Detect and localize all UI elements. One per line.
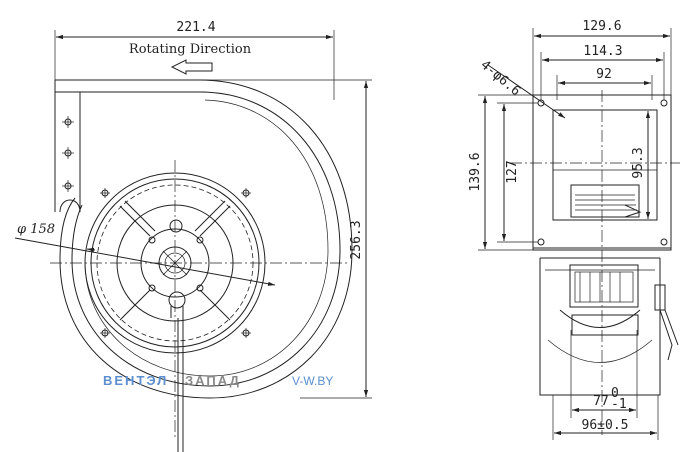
side-view: 129.6 114.3 92 4-φ6.6 (468, 19, 680, 435)
impeller-side (553, 169, 657, 218)
side-width-dimension: 129.6 (532, 19, 672, 95)
inlet-width-label: 92 (596, 67, 612, 82)
hub-hole-icon (196, 236, 204, 244)
bottom-width-dimension: 96±0.5 (552, 395, 659, 440)
diameter-dimension: φ 158 (14, 222, 276, 286)
hub-hole-icon (169, 219, 183, 233)
motor-dim-tol-lower: -1 (611, 397, 627, 412)
hub-hole-icon (196, 284, 204, 292)
holes-callout: 4-φ6.6 (477, 58, 566, 119)
front-width-dimension: 221.4 (54, 20, 335, 100)
watermark-brand-part1: ВЕНТЭЛ (103, 373, 168, 388)
flange-hole-icon (537, 238, 545, 246)
flange-hole-icon (660, 238, 668, 246)
motor-dimension: 77 0 -1 (570, 330, 638, 418)
front-view: 221.4 Rotating Direction (14, 20, 372, 452)
bottom-view: 77 0 -1 96±0.5 (539, 257, 679, 440)
front-height-label: 256.3 (349, 220, 364, 259)
hub-hole-icon (148, 236, 156, 244)
motor-dim-label: 77 (593, 394, 609, 409)
inner-height-label: 95.3 (631, 147, 646, 178)
hub-hole-icon (148, 284, 156, 292)
side-height-dimension: 139.6 (468, 94, 533, 251)
watermark-site: V-W.BY (292, 374, 333, 388)
rotating-direction-label: Rotating Direction (129, 42, 252, 57)
watermark-brand-part2: ЗАПАД (185, 373, 241, 388)
hole-spacing-label: 114.3 (583, 44, 622, 59)
watermark: ВЕНТЭЛ ЗАПАД V-W.BY (103, 373, 333, 388)
impeller-spokes (119, 200, 231, 321)
motor-body (539, 257, 679, 396)
flange-hole-icon (660, 99, 668, 107)
front-height-dimension: 256.3 (200, 79, 372, 399)
flange-hole-icon (62, 116, 74, 128)
rotation-arrow-icon (170, 59, 213, 75)
front-width-label: 221.4 (176, 20, 215, 35)
impeller-bolt-icon (100, 188, 110, 198)
impeller-bolt-icon (241, 328, 251, 338)
hole-height-dimension: 127 (497, 102, 538, 243)
bottom-width-label: 96±0.5 (582, 418, 629, 433)
hole-spacing-dimension: 114.3 (540, 44, 665, 100)
inner-height-dimension: 95.3 (631, 111, 651, 219)
side-width-label: 129.6 (582, 19, 621, 34)
diameter-label: φ 158 (17, 222, 55, 237)
scroll-housing (54, 79, 353, 399)
hole-height-label: 127 (505, 160, 520, 183)
holes-label: 4-φ6.6 (477, 58, 523, 100)
impeller-bolt-icon (100, 328, 110, 338)
flange-hole-icon (62, 180, 74, 192)
inlet-width-dimension: 92 (556, 67, 653, 100)
side-height-label: 139.6 (468, 152, 483, 191)
flange-hole-icon (62, 147, 74, 159)
impeller-bolt-icon (241, 188, 251, 198)
cable-outlet (168, 291, 186, 452)
motor-dim-tol-upper: 0 (611, 386, 619, 401)
